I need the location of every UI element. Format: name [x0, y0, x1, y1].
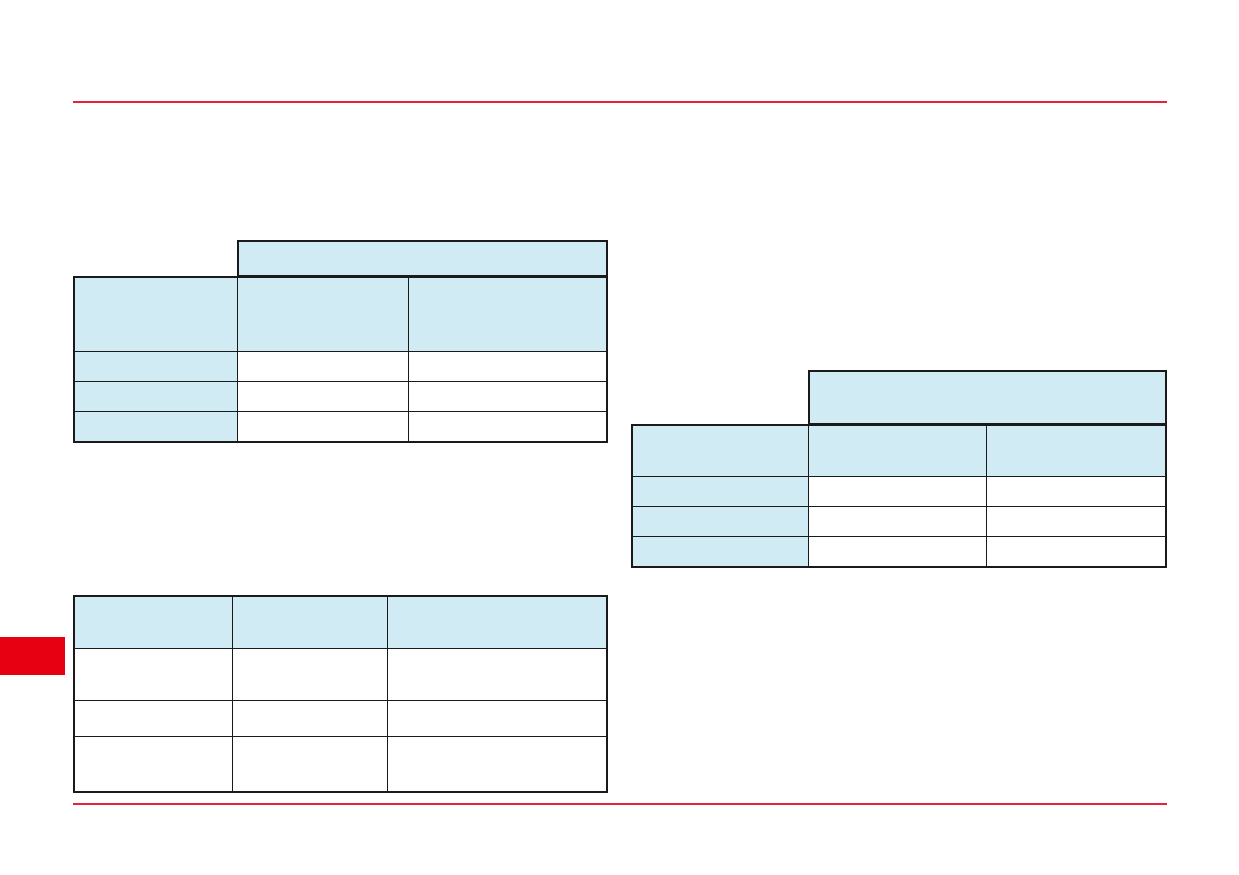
table-1-cell: [237, 381, 409, 412]
table-3-cell: [73, 700, 233, 737]
table-2-group-header: [808, 370, 1167, 425]
table-2-cell: [808, 536, 987, 568]
table-1-cell: [408, 351, 608, 382]
table-2-cell: [986, 536, 1167, 568]
table-2-cell: [808, 506, 987, 537]
table-1-cell: [408, 381, 608, 412]
table-2-row-label: [631, 506, 809, 537]
chapter-tab[interactable]: [0, 637, 65, 675]
table-1-row-label: [73, 351, 238, 382]
table-1-col-header-3: [408, 276, 608, 352]
table-3-cell: [73, 736, 233, 793]
table-1-col-header-1: [73, 276, 238, 352]
table-1-cell: [237, 411, 409, 442]
table-2-col-header-2: [808, 424, 987, 477]
table-3-col-header-1: [73, 595, 233, 649]
table-2-cell: [808, 476, 987, 507]
table-1-cell: [237, 351, 409, 382]
table-2-row-label: [631, 476, 809, 507]
table-2-col-header-1: [631, 424, 809, 477]
table-3-cell: [387, 648, 608, 701]
footer-rule: [73, 803, 1167, 805]
table-3-cell: [387, 736, 608, 793]
table-3-col-header-3: [387, 595, 608, 649]
table-3-cell: [232, 648, 388, 701]
table-2-cell: [986, 476, 1167, 507]
table-3-col-header-2: [232, 595, 388, 649]
table-2-cell: [986, 506, 1167, 537]
table-1-row-label: [73, 381, 238, 412]
table-1-row-label: [73, 411, 238, 442]
header-rule: [73, 101, 1167, 103]
table-3-cell: [232, 700, 388, 737]
table-3-cell: [387, 700, 608, 737]
table-1-cell: [408, 411, 608, 442]
table-3-cell: [73, 648, 233, 701]
table-2-row-label: [631, 536, 809, 568]
table-1-group-header: [237, 240, 608, 277]
table-1-col-header-2: [237, 276, 409, 352]
table-3-cell: [232, 736, 388, 793]
table-2-col-header-3: [986, 424, 1167, 477]
